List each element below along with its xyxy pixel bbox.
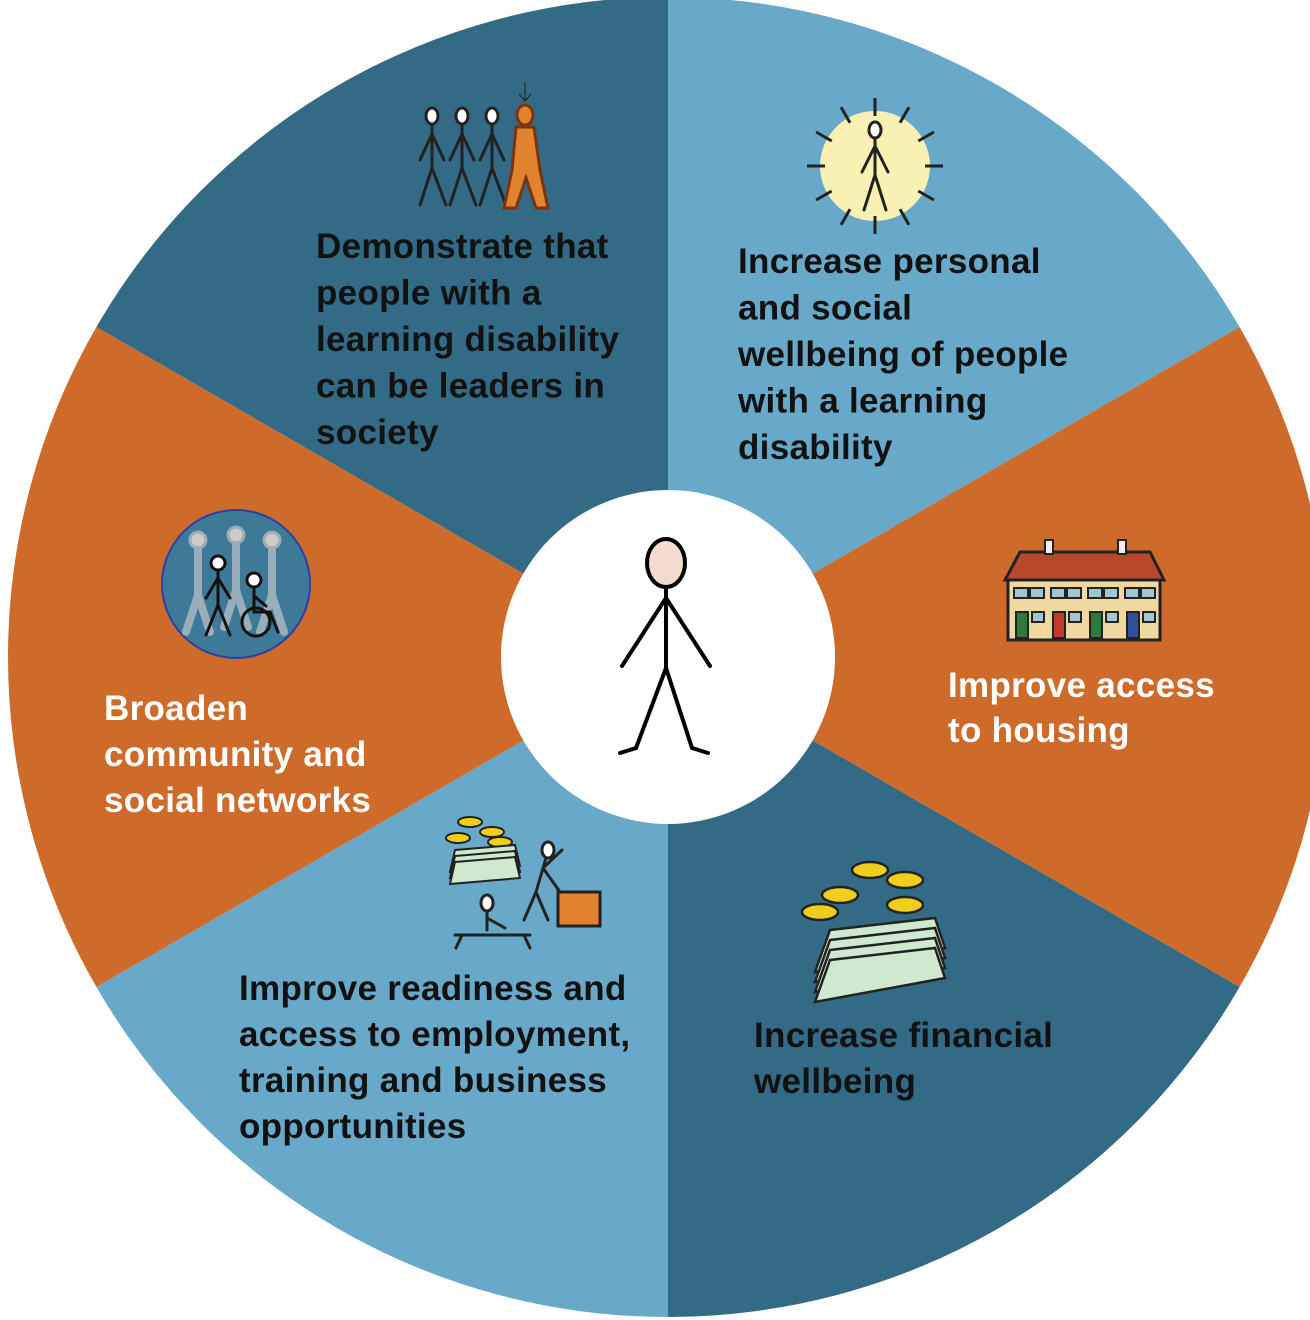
people-walking-leader-icon: [418, 82, 550, 210]
label-line: Increase personal: [738, 242, 1041, 281]
label-line: social networks: [104, 781, 371, 820]
label-line: with a learning: [737, 382, 988, 421]
label-line: learning disability: [316, 320, 620, 359]
wheel-labels: Demonstrate that people with a learning di…: [104, 227, 1215, 1146]
label-housing: Improve access to housing: [948, 666, 1215, 750]
label-wellbeing: Increase personal and social wellbeing of …: [737, 242, 1068, 467]
label-community: Broaden community and social networks: [104, 689, 371, 820]
label-line: disability: [738, 428, 893, 467]
label-line: community and: [104, 735, 367, 774]
label-line: Improve access: [948, 666, 1215, 705]
label-line: Demonstrate that: [316, 227, 609, 266]
community-group-icon: [161, 509, 311, 659]
wheel-sectors: [7, 0, 1310, 1317]
label-line: Broaden: [104, 689, 248, 728]
label-line: Increase financial: [754, 1016, 1053, 1055]
label-line: training and business: [239, 1061, 607, 1100]
label-employment: Improve readiness and access to employmen…: [239, 969, 630, 1146]
label-line: can be leaders in: [316, 367, 605, 406]
segment-wellbeing: [668, 327, 1310, 987]
label-line: wellbeing of people: [737, 335, 1068, 374]
segment-housing: [668, 657, 1240, 1317]
segment-financial: [96, 657, 669, 1317]
label-line: wellbeing: [753, 1062, 916, 1101]
label-line: opportunities: [239, 1107, 467, 1146]
label-line: society: [316, 413, 439, 452]
segment-leaders: [668, 0, 1240, 657]
radiant-person-icon: [807, 98, 943, 234]
work-training-icon: [445, 816, 602, 950]
label-line: people with a: [316, 274, 542, 313]
label-financial: Increase financial wellbeing: [753, 1016, 1053, 1101]
label-line: and social: [738, 289, 912, 328]
money-coins-icon: [800, 860, 947, 1004]
label-leaders: Demonstrate that people with a learning di…: [316, 227, 620, 452]
center-hub: [501, 490, 835, 824]
segment-employment: [7, 327, 668, 987]
label-line: Improve readiness and: [239, 969, 627, 1008]
terraced-houses-icon: [1002, 539, 1167, 642]
label-line: access to employment,: [239, 1015, 630, 1054]
label-line: to housing: [948, 711, 1130, 750]
wheel-icons: [161, 82, 1167, 1004]
person-icon: [618, 537, 712, 755]
